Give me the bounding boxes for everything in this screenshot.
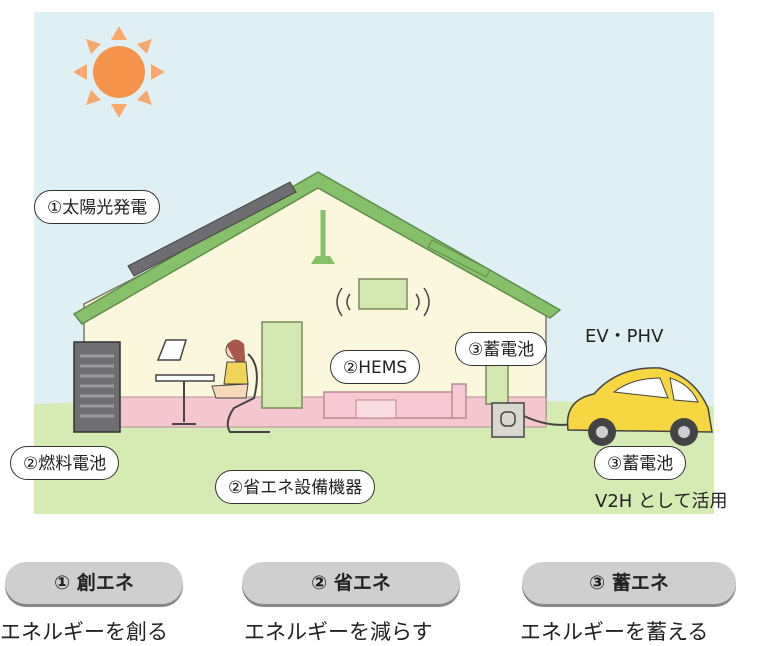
label-efficient-equipment: ②省エネ設備機器 (215, 470, 376, 504)
interior-door (261, 321, 303, 409)
category-pill-create: ① 創エネ (5, 562, 183, 604)
label-solar-power: ①太陽光発電 (34, 190, 161, 224)
ev-car (566, 367, 713, 446)
category-desc-store: エネルギーを蓄える (520, 620, 709, 644)
category-desc-create: エネルギーを創る (0, 620, 168, 644)
person-at-desk (211, 339, 249, 399)
smart-house-illustration (34, 12, 714, 514)
sun-icon (73, 26, 165, 118)
solar-panel-main (127, 181, 297, 277)
home-battery-unit (491, 402, 525, 438)
label-fuel-cell: ②燃料電池 (10, 446, 120, 480)
label-v2h: V2H として活用 (595, 491, 728, 512)
label-home-battery: ③蓄電池 (455, 332, 548, 366)
category-desc-save: エネルギーを減らす (244, 620, 433, 644)
category-pill-store: ③ 蓄エネ (522, 562, 736, 604)
table (155, 374, 215, 382)
label-ev-phv: EV・PHV (585, 326, 664, 347)
category-pill-save: ② 省エネ (242, 562, 460, 604)
solar-panel-small (427, 239, 491, 278)
ceiling-lamp (311, 256, 335, 264)
chair (226, 353, 270, 433)
label-hems: ②HEMS (330, 350, 421, 384)
label-ev-battery: ③蓄電池 (594, 446, 687, 480)
roof (72, 171, 562, 325)
hems-monitor (358, 278, 408, 310)
floor (83, 396, 547, 428)
